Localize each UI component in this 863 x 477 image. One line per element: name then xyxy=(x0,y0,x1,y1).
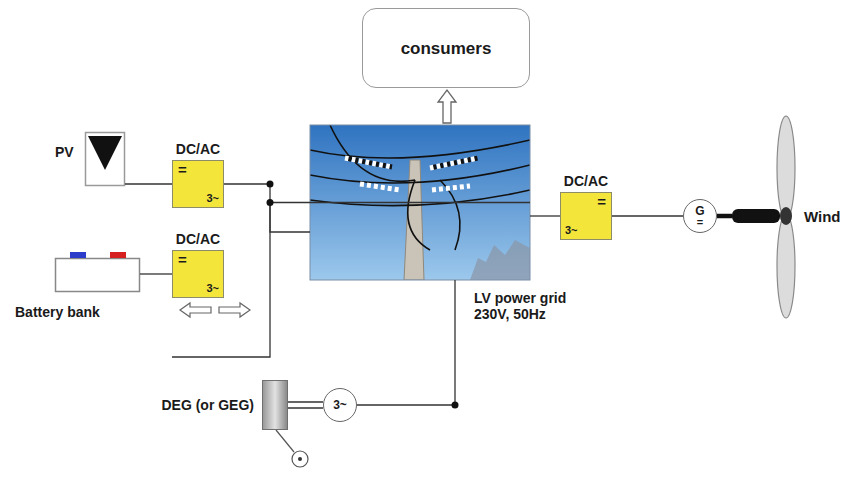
grid-photo-node: LV power grid 230V, 50Hz xyxy=(310,125,530,280)
nacelle xyxy=(732,209,780,223)
power-line xyxy=(140,273,172,274)
battery-body xyxy=(56,259,140,292)
converter-diagonal xyxy=(173,161,223,207)
hub xyxy=(780,207,792,225)
battery-symbol xyxy=(56,252,140,292)
power-line xyxy=(612,215,683,216)
fuel-dot xyxy=(298,457,302,461)
power-line xyxy=(125,183,172,184)
negative-terminal xyxy=(70,252,86,258)
converter-label: DC/AC xyxy=(176,231,220,247)
converter-diagonal xyxy=(561,193,611,239)
fuel-symbol xyxy=(292,451,308,467)
converter-box: DC/AC=3~ xyxy=(172,250,224,298)
dc-symbol: = xyxy=(597,193,606,210)
battery-node: Battery bank xyxy=(55,252,140,292)
dc-symbol: = xyxy=(697,217,703,228)
converter-label: DC/AC xyxy=(176,141,220,157)
power-line xyxy=(288,402,323,408)
left-arrow xyxy=(180,303,211,317)
pole xyxy=(404,160,424,280)
pv-panel xyxy=(86,133,125,186)
ac-symbol: 3~ xyxy=(333,399,347,411)
consumers-box: consumers xyxy=(362,8,530,88)
converter-label: DC/AC xyxy=(564,173,608,189)
grid-label: LV power grid 230V, 50Hz xyxy=(474,290,582,322)
engine-label: DEG (or GEG) xyxy=(161,397,254,413)
dc-symbol: = xyxy=(178,161,187,178)
panel-cell xyxy=(88,136,122,170)
right-arrow xyxy=(219,303,250,317)
wind-label: Wind xyxy=(804,208,841,225)
wind-turbine xyxy=(732,116,795,318)
converter-box: DC/AC=3~ xyxy=(172,160,224,208)
converter-box: DC/AC=3~ xyxy=(560,192,612,240)
wind-turbine-node: Wind xyxy=(732,122,860,322)
junction-dot xyxy=(452,402,459,409)
ac-symbol: 3~ xyxy=(206,282,219,295)
converter-diagonal xyxy=(173,251,223,297)
power-flow-arrow xyxy=(438,90,456,123)
wires xyxy=(310,125,530,250)
power-line xyxy=(717,214,732,219)
blade xyxy=(777,214,795,318)
consumers-label: consumers xyxy=(401,40,492,57)
engine-detail xyxy=(276,430,308,467)
generator-letter: G xyxy=(695,205,704,217)
bidirectional-arrows xyxy=(180,303,250,317)
dc-symbol: = xyxy=(178,251,187,268)
power-line xyxy=(224,184,310,232)
engine-link xyxy=(276,430,294,452)
dc-generator-circle: G= xyxy=(683,199,717,233)
junction-dot xyxy=(267,199,274,206)
battery-label: Battery bank xyxy=(15,304,100,320)
junction-dot xyxy=(267,181,274,188)
pv-panel-node: PV xyxy=(85,132,125,186)
pv-label: PV xyxy=(55,144,74,160)
power-line xyxy=(530,215,560,216)
ac-generator-circle: 3~ xyxy=(323,388,357,422)
ac-symbol: 3~ xyxy=(565,224,578,237)
ac-symbol: 3~ xyxy=(206,192,219,205)
engine-block: DEG (or GEG) xyxy=(262,380,288,430)
insulators xyxy=(345,158,478,190)
power-line xyxy=(357,280,455,405)
trees xyxy=(470,240,530,280)
blade xyxy=(777,116,795,220)
positive-terminal xyxy=(110,252,126,258)
power-line xyxy=(172,203,530,358)
panel-frame xyxy=(86,133,125,186)
